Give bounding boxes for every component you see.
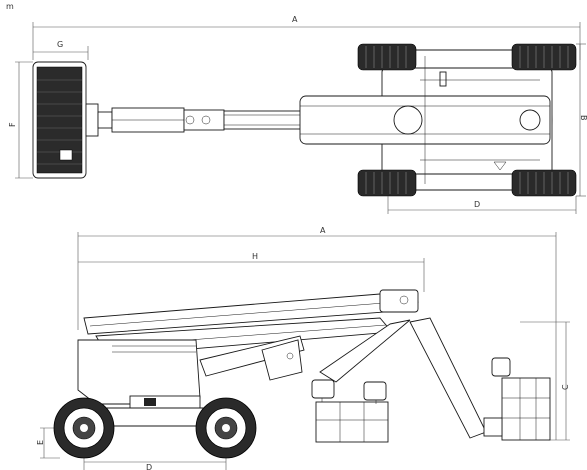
label-g: G	[57, 40, 63, 49]
chassis-top	[299, 49, 553, 191]
front-wheel-side	[53, 397, 115, 459]
jib-assembly-top	[85, 103, 225, 137]
side-view: A H C E D	[36, 226, 570, 470]
dimension-d-side: D	[83, 458, 227, 470]
riser-links-side	[199, 335, 305, 381]
dimension-b: B	[576, 43, 587, 197]
label-d-side: D	[146, 463, 152, 470]
upper-boom-side	[83, 289, 419, 335]
label-d-top: D	[474, 200, 480, 209]
dimension-h: H	[78, 252, 425, 292]
label-e: E	[36, 440, 45, 445]
platform-basket-extended	[483, 357, 551, 441]
dimension-a-top: A	[32, 15, 581, 60]
label-b: B	[579, 115, 587, 121]
dimension-d-top: D	[387, 196, 577, 214]
top-view: A G F	[8, 15, 587, 214]
dimension-c: C	[520, 321, 570, 441]
corner-mark: m	[6, 2, 14, 11]
tires-top	[357, 43, 577, 197]
label-a-top: A	[292, 15, 298, 24]
rear-wheel-side	[195, 397, 257, 459]
label-a-side: A	[320, 226, 326, 235]
label-h: H	[252, 252, 258, 261]
label-c: C	[561, 384, 570, 390]
platform-basket-top	[32, 61, 87, 179]
dimension-f: F	[8, 61, 33, 179]
dimension-a-side: A	[77, 226, 557, 440]
platform-basket-stowed	[311, 379, 389, 443]
label-f: F	[8, 122, 17, 127]
dimension-g: G	[33, 40, 89, 60]
